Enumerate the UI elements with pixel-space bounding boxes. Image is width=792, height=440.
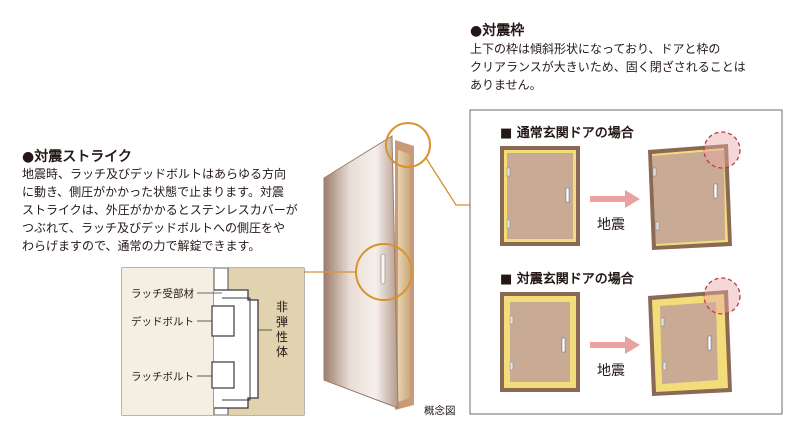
latch-bolt-label: ラッチボルト [131, 371, 194, 383]
frame-section-heading: ●対震枠 [470, 23, 525, 39]
normal-case-arrow-label: 地震 [597, 217, 625, 233]
frame-section-body: 上下の枠は傾斜形状になっており、ドアと枠の クリアランスが大きいため、固く閉ざさ… [470, 42, 746, 92]
frame-callout-circle [385, 122, 431, 168]
normal-case-title: ■ 通常玄関ドアの場合 [500, 126, 634, 141]
seismic-door-before [500, 292, 580, 392]
concept-caption: 概念図 [424, 405, 456, 417]
seismic-highlight-circle [703, 277, 741, 315]
seismic-case-title: ■ 対震玄関ドアの場合 [500, 272, 634, 287]
normal-door-after [648, 144, 732, 250]
strike-cross-section [121, 267, 305, 416]
latch-receiver-label: ラッチ受部材 [131, 288, 194, 300]
deadbolt-label: デッドボルト [131, 316, 194, 328]
strike-section-body: 地震時、ラッチ及びデッドボルトはあらゆる方向 に動き、側圧がかかった状態で止まり… [22, 167, 298, 253]
seismic-case-arrow-label: 地震 [597, 363, 625, 379]
deadbolt-shape [211, 305, 235, 337]
latch-bolt-shape [211, 361, 235, 389]
normal-highlight-circle [703, 131, 741, 169]
seismic-door-after [648, 290, 732, 396]
door-frame-inner [398, 150, 410, 402]
strike-section-heading: ●対震ストライク [22, 149, 132, 165]
door-leaf [323, 135, 399, 409]
door-handle [380, 253, 386, 285]
seismic-case-arrow [590, 336, 640, 354]
normal-case-arrow [590, 190, 640, 208]
inelastic-body-label: 非弾性体 [276, 300, 289, 359]
frame-leader-line [425, 157, 470, 206]
door-3d-illustration [323, 135, 414, 410]
normal-door-before [500, 146, 580, 246]
